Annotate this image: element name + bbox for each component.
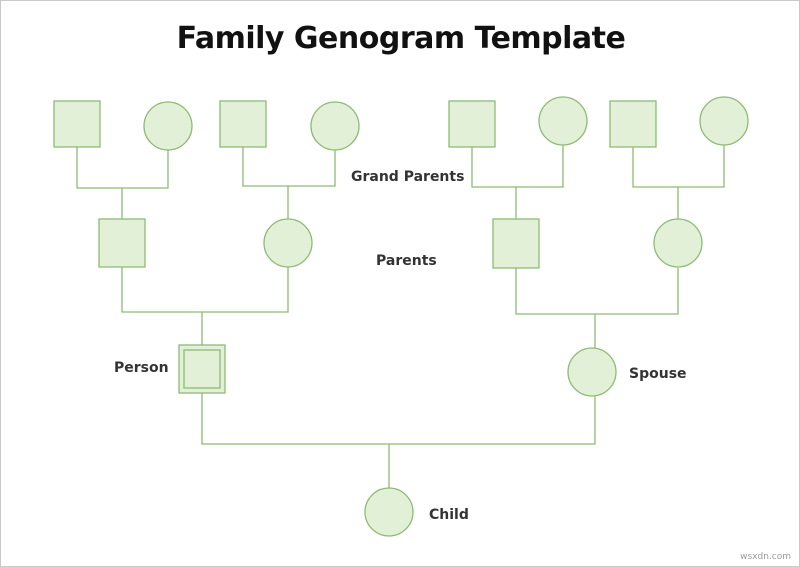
connector-grandparents-4 xyxy=(632,144,725,188)
father-in-law-square xyxy=(492,218,540,269)
label-parents: Parents xyxy=(376,253,437,269)
connector-grandparents-3 xyxy=(471,144,564,188)
connector-grandparents-1 xyxy=(76,147,169,189)
mother-in-law-circle xyxy=(653,218,703,268)
grandfather-1-square xyxy=(53,100,101,148)
label-child: Child xyxy=(429,507,469,523)
page-title: Family Genogram Template xyxy=(176,21,626,56)
label-spouse: Spouse xyxy=(629,366,687,382)
grandmother-4-circle xyxy=(699,96,749,146)
parents-row xyxy=(98,218,703,269)
connector-lines xyxy=(76,144,725,488)
mother-circle xyxy=(263,218,313,268)
grandmother-3-circle xyxy=(538,96,588,146)
connector-grandparents-2 xyxy=(242,147,336,187)
connector-couple xyxy=(201,393,596,445)
label-person: Person xyxy=(114,360,169,376)
label-grand-parents: Grand Parents xyxy=(351,169,464,185)
spouse-circle xyxy=(567,347,617,397)
person-node xyxy=(178,344,226,394)
father-square xyxy=(98,218,146,268)
connector-person-parents xyxy=(121,267,289,313)
grandfather-3-square xyxy=(448,100,496,148)
child-circle xyxy=(364,487,414,537)
grandmother-2-circle xyxy=(310,101,360,151)
grandmother-1-circle xyxy=(143,101,193,151)
grandfather-4-square xyxy=(609,100,657,148)
grandparents-row xyxy=(53,96,749,151)
grandfather-2-square xyxy=(219,100,267,148)
person-inner-square xyxy=(183,349,221,389)
connector-spouse-parents xyxy=(515,268,679,315)
watermark-text: wsxdn.com xyxy=(740,552,791,562)
